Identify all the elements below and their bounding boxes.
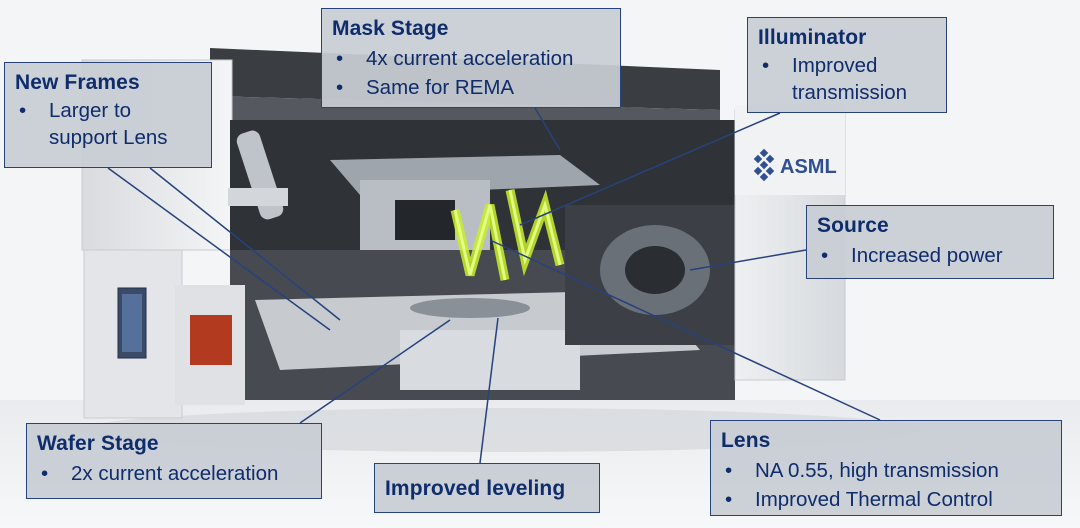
bullet-item: 4x current acceleration	[332, 44, 610, 73]
bullet-item: Improved Thermal Control	[721, 485, 1051, 514]
bullet-item: Improved transmission	[758, 53, 936, 106]
callout-title: Source	[817, 214, 889, 237]
asml-logo: ASML	[752, 148, 842, 187]
bullet-list: Increased power	[817, 241, 1043, 270]
bullet-list: Improved transmission	[758, 53, 936, 106]
callout-wafer-stage: Wafer Stage 2x current acceleration	[26, 423, 322, 499]
callout-improved-leveling: Improved leveling	[374, 463, 600, 513]
callout-illuminator: Illuminator Improved transmission	[747, 17, 947, 113]
bullet-list: 2x current acceleration	[37, 459, 311, 488]
callout-new-frames: New Frames Larger to support Lens	[4, 62, 212, 168]
bullet-item: Larger to support Lens	[15, 98, 201, 151]
callout-title: Improved leveling	[385, 477, 566, 500]
callout-lens: Lens NA 0.55, high transmission Improved…	[710, 420, 1062, 516]
bullet-list: NA 0.55, high transmission Improved Ther…	[721, 456, 1051, 514]
svg-text:ASML: ASML	[780, 156, 837, 178]
bullet-list: 4x current acceleration Same for REMA	[332, 44, 610, 102]
bullet-item: Increased power	[817, 241, 1043, 270]
bullet-item: Same for REMA	[332, 73, 610, 102]
callout-source: Source Increased power	[806, 205, 1054, 279]
callout-mask-stage: Mask Stage 4x current acceleration Same …	[321, 8, 621, 108]
callout-title: Wafer Stage	[37, 432, 159, 455]
bullet-list: Larger to support Lens	[15, 98, 201, 151]
bullet-item: 2x current acceleration	[37, 459, 311, 488]
bullet-item: NA 0.55, high transmission	[721, 456, 1051, 485]
callout-title: Lens	[721, 429, 771, 452]
callout-title: New Frames	[15, 71, 140, 94]
asml-diamond-icon: ASML	[753, 148, 837, 182]
callout-title: Mask Stage	[332, 17, 449, 40]
callout-title: Illuminator	[758, 26, 867, 49]
